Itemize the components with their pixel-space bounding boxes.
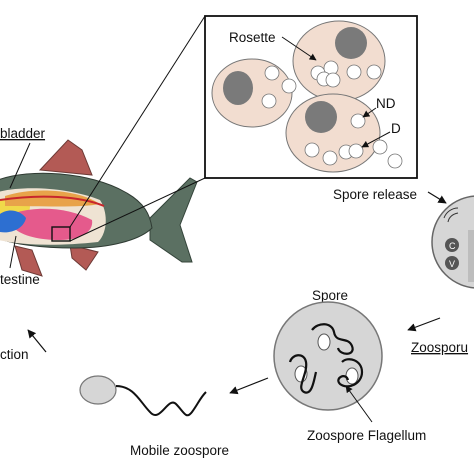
swimbladder-organ bbox=[5, 190, 100, 207]
zoospore-flagellum-label: Zoospore Flagellum bbox=[307, 428, 426, 443]
rosette-label: Rosette bbox=[229, 30, 276, 45]
swimbladder-label: bladder bbox=[0, 126, 46, 141]
zoosporulation-label: Zoosporu bbox=[411, 340, 468, 355]
capsule-c-label: C bbox=[449, 241, 456, 251]
cyst-left bbox=[211, 58, 297, 128]
swimbladder-leader bbox=[9, 142, 31, 189]
spore-to-zoospore-arrow bbox=[229, 377, 269, 395]
zoom-line-bottom bbox=[69, 177, 206, 242]
infection-arrow bbox=[27, 329, 47, 353]
rosette-pointer bbox=[281, 36, 317, 61]
ventral-fin bbox=[69, 244, 99, 271]
flagellum bbox=[337, 358, 364, 388]
cyst-top bbox=[292, 20, 386, 102]
capsule-v bbox=[445, 256, 459, 270]
mobile-zoospore-label: Mobile zoospore bbox=[130, 443, 229, 458]
flagellum bbox=[288, 354, 318, 394]
nd-label: ND bbox=[376, 96, 396, 111]
d-pointer bbox=[361, 131, 391, 148]
tail-fin bbox=[149, 177, 198, 263]
cyst-zoom-panel: Rosette ND D bbox=[204, 15, 418, 179]
infection-label: ction bbox=[0, 347, 29, 362]
kidney-organ bbox=[0, 210, 26, 233]
fish-illustration bbox=[0, 15, 206, 277]
zoom-line-top bbox=[69, 15, 206, 228]
zoom-highlight-box bbox=[51, 226, 71, 242]
spore-label: Spore bbox=[312, 288, 348, 303]
released-spore: C V bbox=[431, 195, 474, 289]
spore-with-zoospores: Spore bbox=[273, 288, 383, 423]
dorsal-fin bbox=[38, 139, 93, 176]
capsule-v-label: V bbox=[449, 259, 455, 269]
mobile-zoospore bbox=[79, 375, 207, 417]
cyst-bottom bbox=[285, 93, 403, 173]
intestine-label: testine bbox=[0, 272, 40, 287]
nd-pointer bbox=[362, 107, 377, 118]
spore-release-label: Spore release bbox=[333, 187, 417, 202]
blood-vessel bbox=[0, 195, 105, 207]
zoospore-tail bbox=[115, 385, 207, 417]
nucleus bbox=[335, 27, 367, 59]
nucleus bbox=[223, 71, 253, 105]
d-label: D bbox=[391, 121, 401, 136]
spore-release-arrow bbox=[427, 191, 447, 204]
flagellum-pointer bbox=[345, 385, 373, 423]
nucleus bbox=[305, 101, 337, 133]
flagellum bbox=[311, 323, 354, 355]
capsule-c bbox=[445, 238, 459, 252]
intestine-organ bbox=[14, 208, 93, 240]
zoosporulation-arrow bbox=[407, 317, 441, 332]
intestine-leader bbox=[9, 235, 17, 269]
anal-fin bbox=[14, 245, 43, 277]
